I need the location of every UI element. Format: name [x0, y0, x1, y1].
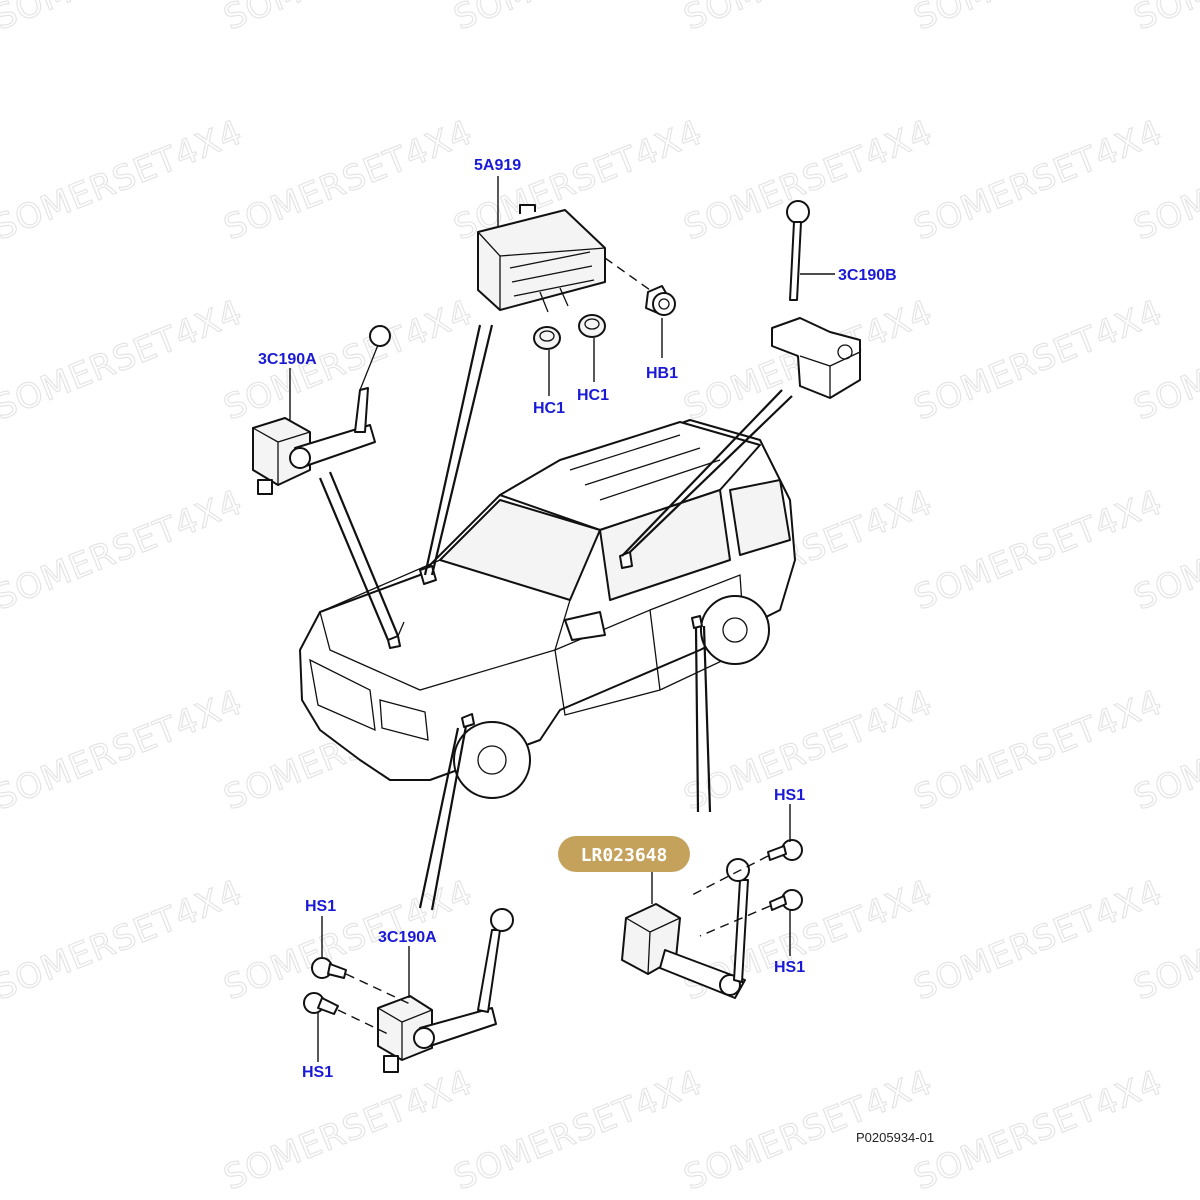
part-number-text: LR023648 [581, 845, 668, 866]
watermark: SOMERSET4X4 [0, 292, 248, 428]
label-hc1-right: HC1 [577, 387, 609, 404]
watermark: SOMERSET4X4 [678, 0, 938, 38]
watermark: SOMERSET4X4 [908, 112, 1168, 248]
bolt-hb1 [645, 285, 676, 316]
height-sensor-front-right [377, 908, 514, 1073]
watermark: SOMERSET4X4 [0, 0, 248, 38]
watermark: SOMERSET4X4 [218, 112, 478, 248]
watermark: SOMERSET4X4 [908, 1062, 1168, 1198]
diagram-reference-code: P0205934-01 [856, 1130, 934, 1145]
watermark: SOMERSET4X4 [678, 112, 938, 248]
watermark: SOMERSET4X4 [678, 682, 938, 818]
label-hc1-left: HC1 [533, 400, 565, 417]
module-bolt-axis [604, 257, 651, 291]
height-sensor-rear-right [771, 200, 861, 399]
bolt-hs1-left-bottom [303, 992, 339, 1015]
label-hs1-right-bottom: HS1 [774, 959, 805, 976]
bolt-hs1-right-top [767, 839, 803, 861]
watermark: SOMERSET4X4 [218, 1062, 478, 1198]
watermark: SOMERSET4X4 [448, 1062, 708, 1198]
label-hb1: HB1 [646, 365, 678, 382]
part-number-badge[interactable]: LR023648 [558, 836, 690, 872]
bolt-hs1-right-bottom [769, 889, 803, 911]
watermark: SOMERSET4X4 [0, 682, 248, 818]
bolt-axis-left-top [345, 973, 411, 1005]
watermark: SOMERSET4X4 [218, 872, 478, 1008]
watermark: SOMERSET4X4 [218, 0, 478, 38]
watermark: SOMERSET4X4 [0, 112, 248, 248]
label-hs1-right-top: HS1 [774, 787, 805, 804]
grommet-hc1-right [578, 314, 606, 338]
watermark: SOMERSET4X4 [908, 682, 1168, 818]
height-sensor-module [477, 204, 606, 313]
watermark: SOMERSET4X4 [448, 0, 708, 38]
bolt-axis-left-bottom [337, 1009, 389, 1035]
leader-lines [289, 176, 835, 1062]
watermark: SOMERSET4X4 [908, 872, 1168, 1008]
watermark: SOMERSET4X4 [1128, 0, 1200, 38]
part-number-badge-bg [558, 836, 690, 872]
watermark: SOMERSET4X4 [0, 872, 248, 1008]
label-3c190a-bottom: 3C190A [378, 929, 437, 946]
height-sensor-highlighted [621, 858, 750, 999]
watermark: SOMERSET4X4 [908, 292, 1168, 428]
height-sensor-front-left [252, 325, 391, 495]
watermark: SOMERSET4X4 [908, 482, 1168, 618]
label-5a919: 5A919 [474, 157, 521, 174]
label-hs1-left-top: HS1 [305, 898, 336, 915]
label-hs1-left-bottom: HS1 [302, 1064, 333, 1081]
watermark: SOMERSET4X4 [0, 482, 248, 618]
vehicle-outline [299, 419, 796, 799]
bolt-axis-right-bottom [699, 905, 771, 937]
label-3c190a-top: 3C190A [258, 351, 317, 368]
callout-lines [318, 324, 793, 911]
label-3c190b: 3C190B [838, 267, 897, 284]
grommet-hc1-left [533, 326, 561, 350]
